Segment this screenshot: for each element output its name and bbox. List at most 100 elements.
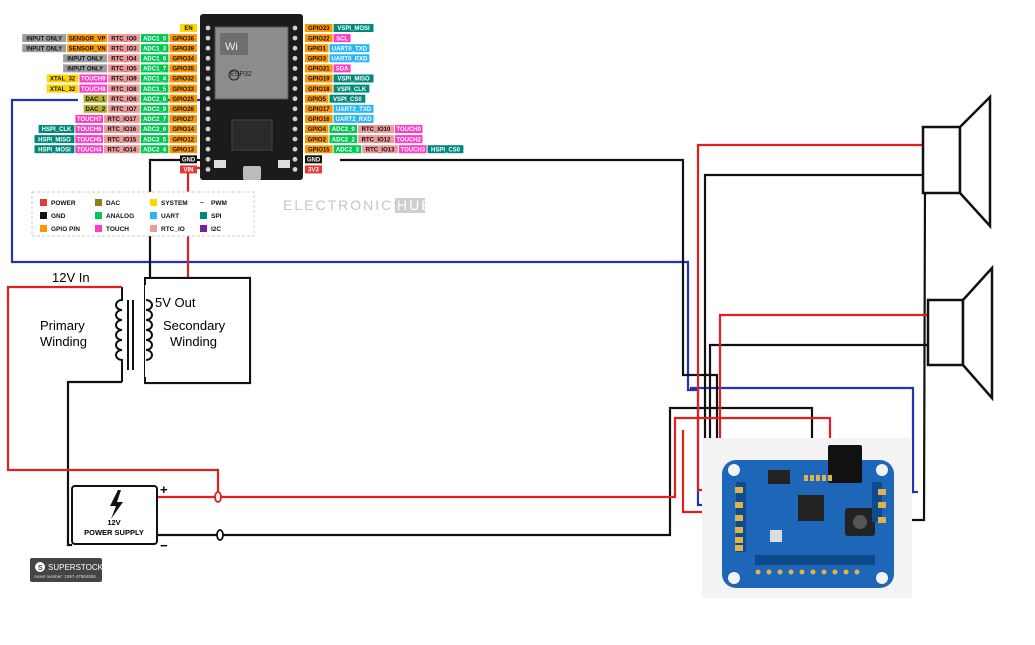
amp-pad <box>878 517 886 523</box>
pin-hole <box>292 45 298 51</box>
pin-hole <box>292 156 298 162</box>
svg-text:GPIO16: GPIO16 <box>308 117 330 123</box>
pin-label: SENSOR_VN <box>67 44 108 52</box>
amp-pad <box>804 475 808 481</box>
svg-text:I2C: I2C <box>211 226 221 233</box>
pin-hole <box>292 167 298 172</box>
svg-text:RTC_IO14: RTC_IO14 <box>108 147 137 153</box>
svg-text:XTAL_32: XTAL_32 <box>50 87 76 93</box>
pin-label: HSPI_MISO <box>34 135 75 143</box>
pin-hole <box>205 116 211 122</box>
amp-pad <box>878 489 886 495</box>
amp-pad <box>735 515 743 521</box>
pin-label: GPIO13 <box>169 145 197 153</box>
svg-text:TOUCH9: TOUCH9 <box>81 77 106 83</box>
svg-text:GPIO26: GPIO26 <box>172 107 194 113</box>
svg-text:DAC_1: DAC_1 <box>86 97 106 103</box>
pin-label: ADC2_3 <box>333 145 362 153</box>
svg-text:RTC_IO4: RTC_IO4 <box>111 57 137 63</box>
amp-pad <box>735 527 743 533</box>
pin-hole <box>292 146 298 152</box>
pin-label: GPIO4 <box>305 125 329 133</box>
amp-bottom-pad <box>788 569 794 575</box>
svg-text:GPIO21: GPIO21 <box>308 67 330 73</box>
pin-hole <box>292 25 298 31</box>
svg-text:SENSOR_VN: SENSOR_VN <box>69 46 106 52</box>
secondary-coil <box>145 299 153 361</box>
pin-label: ADC1_3 <box>140 44 169 52</box>
svg-text:HSPI_CS0: HSPI_CS0 <box>431 147 461 153</box>
svg-text:EN: EN <box>184 26 192 32</box>
pin-label: 3V3 <box>305 165 322 174</box>
pin-label: RTC_IO12 <box>358 135 394 143</box>
pin-label: GPIO35 <box>169 64 197 73</box>
svg-text:UART0_RXD: UART0_RXD <box>331 57 368 63</box>
pin-label: GPIO34 <box>169 54 197 63</box>
pin-hole <box>205 55 211 61</box>
pin-label: ADC2_6 <box>140 125 169 133</box>
pin-label: DAC_2 <box>83 104 108 113</box>
label-5v-out: 5V Out <box>155 295 196 310</box>
svg-text:GPIO35: GPIO35 <box>172 67 194 73</box>
pin-label: GPIO12 <box>169 135 197 143</box>
pin-label: GPIO18 <box>305 84 333 93</box>
pin-label: RTC_IO8 <box>108 84 140 93</box>
red-wire-12v-in <box>6 285 220 496</box>
svg-text:PWM: PWM <box>211 200 227 207</box>
pin-label: TOUCH0 <box>394 125 423 133</box>
superstock-brand: SUPERSTOCK <box>48 563 104 572</box>
pin-label: TOUCH6 <box>75 125 103 133</box>
svg-text:INPUT ONLY: INPUT ONLY <box>26 36 62 42</box>
svg-text:XTAL_32: XTAL_32 <box>50 77 76 83</box>
svg-text:ADC2_5: ADC2_5 <box>143 137 167 143</box>
amp-pad <box>735 487 743 493</box>
pin-label: GPIO1 <box>305 44 329 52</box>
svg-text:GPIO2: GPIO2 <box>308 137 327 143</box>
svg-text:SYSTEM: SYSTEM <box>161 200 188 207</box>
speaker-2 <box>926 264 994 402</box>
pin-label: UART0_TXD <box>329 44 370 52</box>
svg-text:GPIO13: GPIO13 <box>172 147 194 153</box>
i2s-amplifier-board <box>702 438 912 598</box>
svg-text:GPIO4: GPIO4 <box>308 127 327 133</box>
pin-label: VSPI_CS0 <box>329 94 366 103</box>
pin-label: GPIO32 <box>169 74 197 83</box>
svg-text:3V3: 3V3 <box>308 168 319 174</box>
svg-text:GPIO34: GPIO34 <box>172 57 194 63</box>
pin-label: ADC1_6 <box>140 54 169 63</box>
pin-label: GPIO19 <box>305 74 333 83</box>
legend-box <box>31 191 255 237</box>
pin-hole <box>205 25 211 31</box>
pin-label: HSPI_CS0 <box>427 145 464 153</box>
pin-hole <box>205 146 211 152</box>
amp-pad <box>822 475 826 481</box>
junction-minus <box>216 529 224 541</box>
superstock-asset-number: Asset number: 1597-47684555 <box>34 574 96 579</box>
pin-label: UART2_RXD <box>333 114 374 123</box>
pin-label: GPIO21 <box>305 64 333 73</box>
svg-text:INPUT ONLY: INPUT ONLY <box>67 67 103 73</box>
svg-text:VIN: VIN <box>183 168 193 174</box>
pin-hole <box>292 116 298 122</box>
pin-hole <box>292 35 298 41</box>
pin-label: GPIO26 <box>169 104 197 113</box>
pin-label: GPIO33 <box>169 84 197 93</box>
pin-hole <box>205 156 211 162</box>
svg-text:ADC1_4: ADC1_4 <box>143 77 167 83</box>
pin-label: EN <box>180 24 197 32</box>
pin-label: RTC_IO4 <box>108 54 140 63</box>
svg-text:ADC1_3: ADC1_3 <box>143 46 167 52</box>
pin-label: RTC_IO16 <box>104 125 140 133</box>
pin-label: UART0_RXD <box>329 54 370 63</box>
pin-label: GPIO15 <box>305 145 333 153</box>
svg-text:DAC: DAC <box>106 200 120 207</box>
pin-label: TOUCH8 <box>79 84 108 93</box>
svg-text:RTC_IO12: RTC_IO12 <box>362 137 391 143</box>
svg-text:UART0_TXD: UART0_TXD <box>332 46 368 52</box>
pin-hole <box>205 126 211 132</box>
svg-text:GPIO12: GPIO12 <box>172 137 194 143</box>
amp-pad <box>828 475 832 481</box>
pin-label: ADC1_4 <box>140 74 169 83</box>
pin-hole <box>205 96 211 102</box>
